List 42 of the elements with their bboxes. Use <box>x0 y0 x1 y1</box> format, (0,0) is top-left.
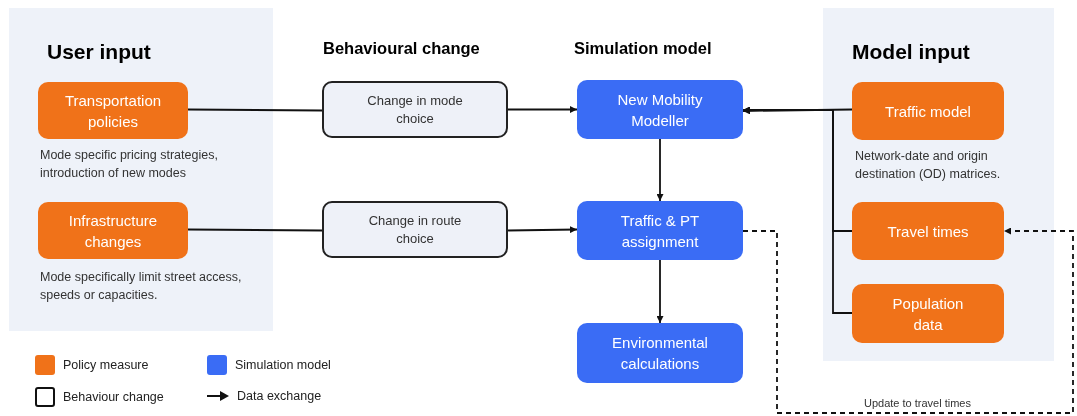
connector-line <box>187 228 323 232</box>
behaviour-box <box>322 201 508 258</box>
policy-box <box>38 202 188 259</box>
arrow <box>742 107 853 115</box>
node-label: Travel times <box>887 221 969 242</box>
panel-heading: Model input <box>852 39 970 65</box>
policy-box <box>852 82 1004 140</box>
node-label: Change in route choice <box>367 211 463 248</box>
behaviour-box <box>322 81 508 138</box>
description-text: Mode specific pricing strategies, introduction of new modes <box>40 147 219 182</box>
connector-line <box>187 108 323 112</box>
node-label: Change in mode choice <box>366 91 464 128</box>
policy-box <box>38 82 188 139</box>
arrow <box>742 106 853 314</box>
description-text: Mode specifically limit street access, speeds or capacities. <box>40 269 243 304</box>
arrow <box>507 106 578 113</box>
model-box <box>577 80 743 139</box>
description-text: Network-date and origin destination (OD) matrices. <box>855 148 1002 183</box>
node-label: Transportation policies <box>63 90 163 132</box>
dashed-arrow <box>742 227 1074 414</box>
policy-box <box>852 284 1004 343</box>
arrow <box>507 226 578 234</box>
node-label: Infrastructure changes <box>67 210 159 252</box>
column-heading: Behavioural change <box>323 38 480 59</box>
legend-label: Data exchange <box>237 388 322 405</box>
arrow <box>656 138 664 202</box>
policy-box <box>852 202 1004 260</box>
legend-label: Behaviour change <box>63 388 164 406</box>
node-label: New Mobility Modeller <box>616 89 704 131</box>
node-label: Environmental calculations <box>611 333 709 374</box>
node-label: Population data <box>891 293 965 335</box>
arrow <box>656 259 664 324</box>
input-panel <box>823 8 1054 361</box>
legend-label: Simulation model <box>235 356 331 374</box>
node-label: Traffic model <box>885 101 971 122</box>
input-panel <box>9 8 273 331</box>
model-box <box>577 201 743 260</box>
node-label: Traffic & PT assignment <box>619 210 701 252</box>
panel-heading: User input <box>47 39 151 65</box>
model-box <box>577 323 743 383</box>
column-heading: Simulation model <box>574 38 712 59</box>
legend-label: Policy measure <box>63 356 149 374</box>
